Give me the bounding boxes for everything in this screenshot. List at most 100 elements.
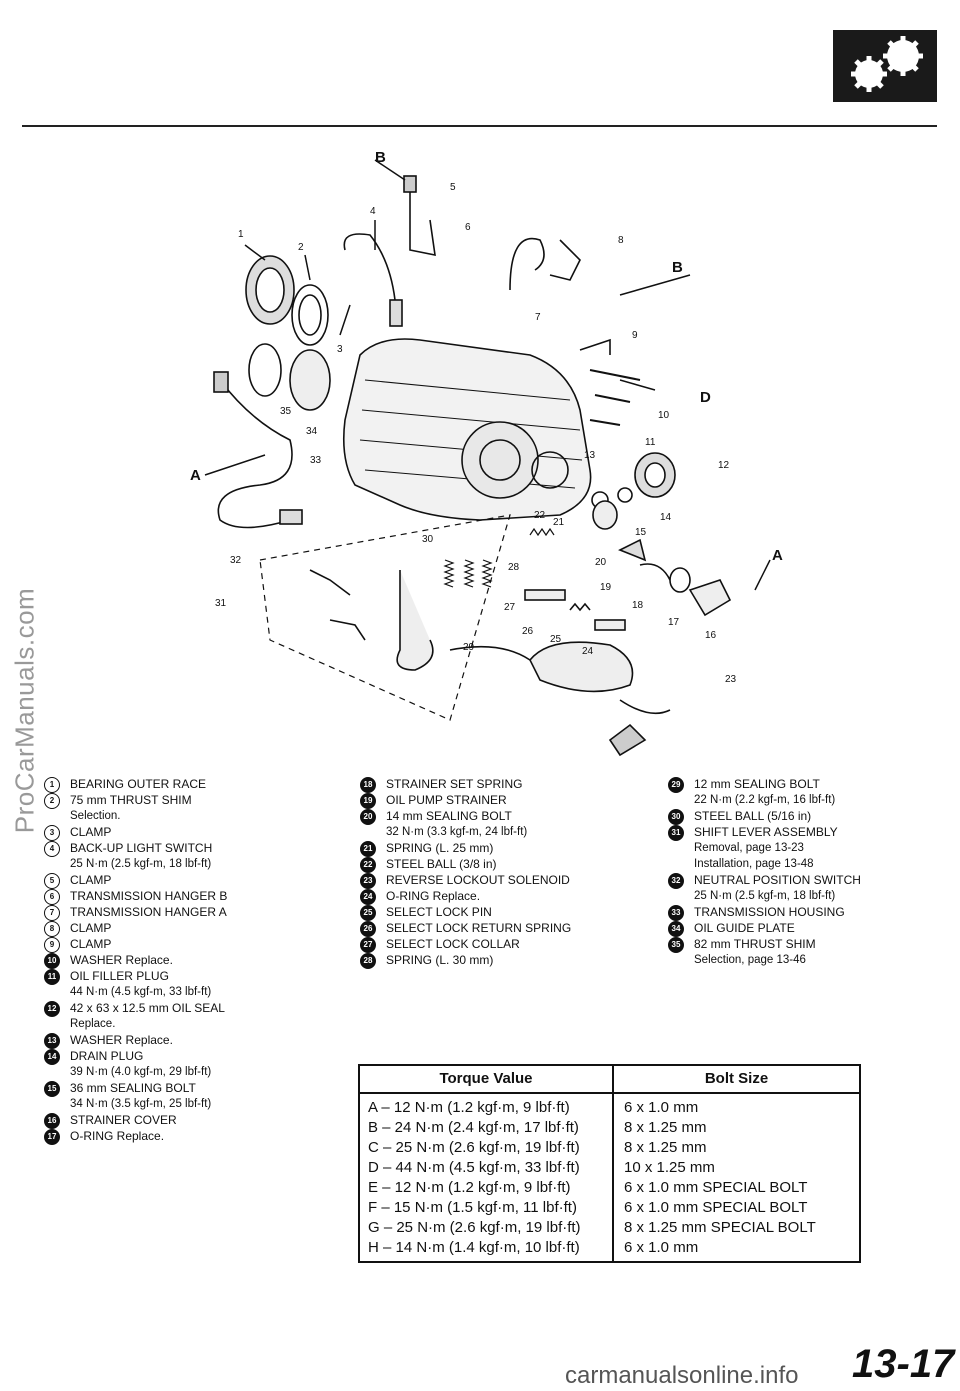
legend-subtext: Replace. — [70, 1018, 116, 1030]
svg-text:10: 10 — [658, 410, 670, 421]
callout-number: 6 — [44, 889, 60, 905]
svg-text:33: 33 — [310, 455, 322, 466]
svg-text:5: 5 — [450, 182, 456, 193]
bolt-size-cell: 6 x 1.0 mm — [624, 1239, 699, 1256]
bolt-size-cell: 6 x 1.0 mm — [624, 1099, 699, 1116]
callout-number: 13 — [44, 1033, 60, 1049]
svg-text:7: 7 — [535, 312, 541, 323]
callout-number: 7 — [44, 905, 60, 921]
svg-text:30: 30 — [422, 534, 434, 545]
legend-item: 32 NEUTRAL POSITION SWITCH 25 N·m (2.5 kgf… — [668, 872, 928, 904]
legend-text: STEEL BALL (3/8 in) — [386, 857, 497, 871]
legend-text: REVERSE LOCKOUT SOLENOID — [386, 873, 570, 887]
callout-number: 2 — [44, 793, 60, 809]
svg-text:A: A — [772, 547, 783, 564]
svg-text:4: 4 — [370, 206, 376, 217]
callout-number: 32 — [668, 873, 684, 889]
legend-subtext: 25 N·m (2.5 kgf-m, 18 lbf-ft) — [694, 890, 836, 902]
svg-text:17: 17 — [668, 617, 680, 628]
torque-value-table: Torque Value Bolt Size A – 12 N·m (1.2 k… — [358, 1064, 861, 1263]
legend-text: OIL GUIDE PLATE — [694, 921, 795, 935]
legend-text: NEUTRAL POSITION SWITCH — [694, 873, 861, 887]
callout-number: 1 — [44, 777, 60, 793]
legend-text: 75 mm THRUST SHIM — [70, 793, 192, 807]
legend-text: TRANSMISSION HANGER B — [70, 889, 228, 903]
legend-text: CLAMP — [70, 873, 112, 887]
callout-number: 21 — [360, 841, 376, 857]
legend-subtext: Installation, page 13-48 — [694, 858, 814, 870]
page-number: 13-17 — [852, 1342, 955, 1386]
callout-number: 31 — [668, 825, 684, 841]
legend-item: 34 OIL GUIDE PLATE — [668, 920, 928, 937]
legend-item: 24 O-RING Replace. — [360, 888, 650, 905]
svg-text:28: 28 — [508, 562, 520, 573]
svg-text:26: 26 — [522, 626, 534, 637]
legend-text: BEARING OUTER RACE — [70, 777, 207, 791]
callout-number: 23 — [360, 873, 376, 889]
callout-number: 34 — [668, 921, 684, 937]
footer-url: carmanualsonline.info — [565, 1362, 799, 1389]
legend-subtext: 44 N·m (4.5 kgf-m, 33 lbf-ft) — [70, 986, 212, 998]
svg-text:35: 35 — [280, 406, 292, 417]
table-divider — [612, 1066, 614, 1261]
svg-text:B: B — [672, 259, 683, 276]
svg-text:31: 31 — [215, 598, 227, 609]
svg-text:34: 34 — [306, 426, 318, 437]
legend-text: CLAMP — [70, 921, 112, 935]
svg-text:22: 22 — [534, 510, 546, 521]
legend-text: O-RING Replace. — [386, 889, 481, 903]
legend-text: SPRING (L. 25 mm) — [386, 841, 494, 855]
callout-number: 30 — [668, 809, 684, 825]
torque-value-cell: D – 44 N·m (4.5 kgf·m, 33 lbf·ft) — [368, 1159, 580, 1176]
svg-text:2: 2 — [298, 242, 304, 253]
callout-number: 11 — [44, 969, 60, 985]
bolt-size-header: Bolt Size — [614, 1066, 859, 1094]
legend-text: WASHER Replace. — [70, 1033, 173, 1047]
callout-number: 24 — [360, 889, 376, 905]
legend-text: SELECT LOCK RETURN SPRING — [386, 921, 572, 935]
legend-text: 14 mm SEALING BOLT — [386, 809, 512, 823]
svg-text:13: 13 — [584, 450, 596, 461]
legend-text: CLAMP — [70, 825, 112, 839]
svg-text:27: 27 — [504, 602, 516, 613]
legend-text: OIL FILLER PLUG — [70, 969, 169, 983]
legend-text: DRAIN PLUG — [70, 1049, 144, 1063]
legend-text: STEEL BALL (5/16 in) — [694, 809, 812, 823]
torque-value-cell: B – 24 N·m (2.4 kgf·m, 17 lbf·ft) — [368, 1119, 579, 1136]
svg-text:29: 29 — [463, 642, 475, 653]
legend-item: 6 TRANSMISSION HANGER B — [44, 888, 304, 905]
svg-text:B: B — [375, 149, 386, 166]
legend-text: STRAINER SET SPRING — [386, 777, 523, 791]
callout-number: 17 — [44, 1129, 60, 1145]
bolt-size-cell: 6 x 1.0 mm SPECIAL BOLT — [624, 1179, 808, 1196]
legend-subtext: 22 N·m (2.2 kgf-m, 16 lbf-ft) — [694, 794, 836, 806]
legend-text: 12 mm SEALING BOLT — [694, 777, 820, 791]
legend-item: 13 WASHER Replace. — [44, 1032, 304, 1049]
legend-text: BACK-UP LIGHT SWITCH — [70, 841, 213, 855]
svg-text:9: 9 — [632, 330, 638, 341]
torque-value-cell: F – 15 N·m (1.5 kgf·m, 11 lbf·ft) — [368, 1199, 577, 1216]
legend-text: SHIFT LEVER ASSEMBLY — [694, 825, 838, 839]
bolt-size-cell: 10 x 1.25 mm — [624, 1159, 715, 1176]
svg-text:15: 15 — [635, 527, 647, 538]
callout-number: 16 — [44, 1113, 60, 1129]
callout-number: 18 — [360, 777, 376, 793]
callout-number: 12 — [44, 1001, 60, 1017]
callout-number: 9 — [44, 937, 60, 953]
callout-number: 14 — [44, 1049, 60, 1065]
callout-number: 33 — [668, 905, 684, 921]
svg-text:D: D — [700, 389, 711, 406]
callout-number: 26 — [360, 921, 376, 937]
